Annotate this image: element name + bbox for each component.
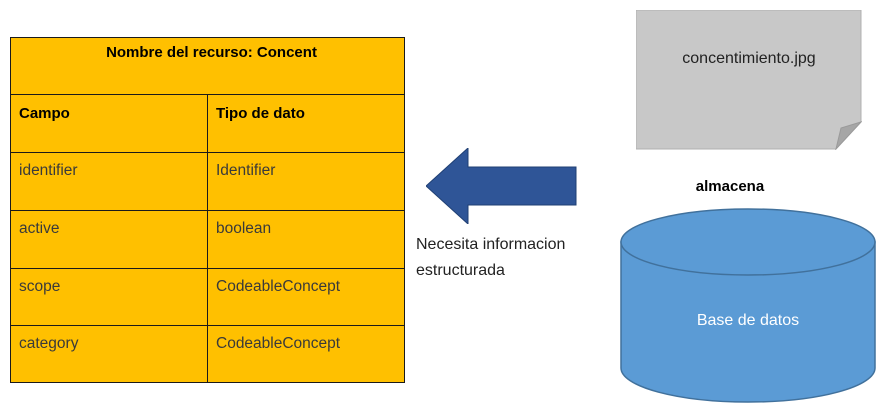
field-name: category bbox=[10, 325, 208, 383]
document-shape bbox=[636, 10, 862, 150]
resource-title: Nombre del recurso: Concent bbox=[10, 37, 405, 95]
field-name: scope bbox=[10, 268, 208, 326]
field-name: identifier bbox=[10, 152, 208, 211]
field-type: boolean bbox=[207, 210, 405, 269]
store-label: almacena bbox=[695, 178, 765, 195]
arrow-caption-line2: estructurada bbox=[416, 262, 505, 279]
field-type: Identifier bbox=[207, 152, 405, 211]
header-campo: Campo bbox=[10, 94, 208, 153]
field-name: active bbox=[10, 210, 208, 269]
table-row: identifier Identifier bbox=[10, 152, 405, 211]
field-type: CodeableConcept bbox=[207, 325, 405, 383]
table-header-row: Campo Tipo de dato bbox=[10, 94, 405, 153]
database-body bbox=[620, 241, 876, 403]
table-title-row: Nombre del recurso: Concent bbox=[10, 37, 405, 95]
field-type: CodeableConcept bbox=[207, 268, 405, 326]
table-row: scope CodeableConcept bbox=[10, 268, 405, 326]
arrow-caption: Necesita informacion estructurada bbox=[416, 232, 616, 284]
database-label: Base de datos bbox=[696, 312, 800, 329]
header-tipo-de-dato: Tipo de dato bbox=[207, 94, 405, 153]
arrow-caption-line1: Necesita informacion bbox=[416, 236, 566, 253]
resource-table: Nombre del recurso: Concent Campo Tipo d… bbox=[10, 37, 405, 383]
document-fold bbox=[835, 121, 862, 150]
database-cylinder bbox=[620, 208, 876, 403]
table-row: active boolean bbox=[10, 210, 405, 269]
left-arrow-icon bbox=[426, 148, 577, 224]
database-top bbox=[620, 208, 876, 276]
document-label: concentimiento.jpg bbox=[682, 50, 816, 67]
table-row: category CodeableConcept bbox=[10, 325, 405, 383]
arrow-shape bbox=[426, 148, 577, 224]
document-body bbox=[636, 10, 862, 150]
